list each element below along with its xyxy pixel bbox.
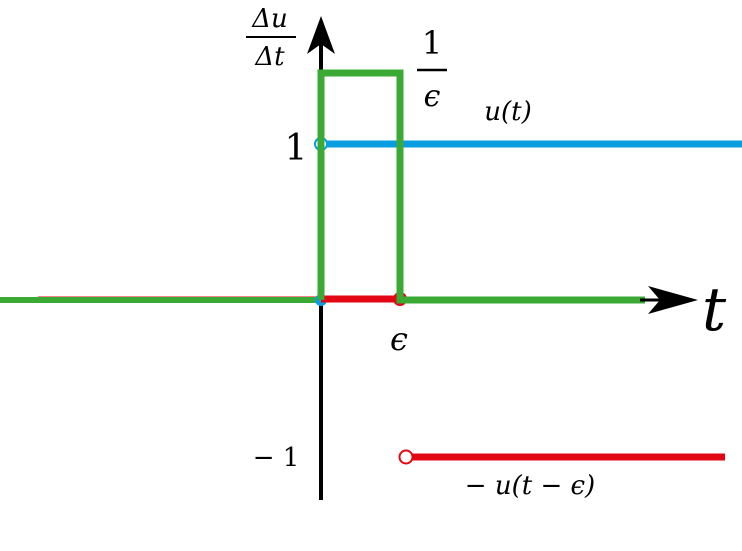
x-axis-arrow-icon (648, 286, 698, 314)
y-axis-arrow-icon (307, 16, 335, 54)
tick-label-one: 1 (285, 128, 308, 169)
pulse-height-denominator: ϵ (424, 79, 441, 114)
u-t-label: u(t) (484, 97, 531, 127)
neg-shifted-step-label: − u(t − ϵ) (465, 471, 595, 501)
pulse-rectangle (317, 69, 645, 304)
y-axis-label-numerator: Δu (251, 4, 288, 34)
tick-label-epsilon: ϵ (390, 320, 408, 358)
tick-label-minus-one: − 1 (253, 443, 300, 473)
y-axis-label-denominator: Δt (254, 42, 285, 72)
x-axis-label: t (702, 275, 727, 345)
pulse-height-numerator: 1 (422, 24, 442, 62)
shifted-step-open-circle (398, 449, 414, 465)
